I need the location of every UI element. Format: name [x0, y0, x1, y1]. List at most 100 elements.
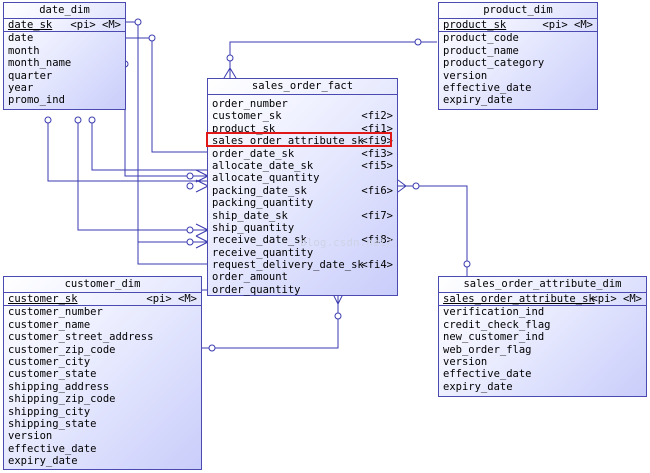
column-tag: <fi1> — [361, 122, 393, 135]
column-tag: <fi7> — [361, 209, 393, 222]
rel-date-recv — [137, 230, 208, 243]
table-title: sales_order_attribute_dim — [439, 277, 646, 293]
column-tag: <fi9> — [361, 135, 393, 148]
column-row-highlighted: sales_order_attribute_sk<fi9> — [208, 135, 397, 147]
pk-row: customer_sk <pi> <M> — [4, 293, 201, 307]
pk-tags: <pi> <M> — [146, 293, 197, 305]
column-row: customer_name — [8, 318, 91, 331]
column-row: expiry_date — [443, 380, 513, 393]
table-product-dim[interactable]: product_dim product_sk <pi> <M> product_… — [438, 2, 598, 110]
column-row: receive_quantity — [208, 247, 397, 259]
column-row: expiry_date — [8, 455, 78, 468]
column-name: customer_sk — [212, 110, 282, 123]
column-name: order_date_sk — [212, 147, 295, 160]
rel-date-order — [125, 37, 208, 153]
column-name: receive_quantity — [212, 246, 314, 259]
pk-tags: <pi> <M> — [542, 19, 593, 31]
pk-column: product_sk — [443, 19, 507, 31]
table-customer-dim[interactable]: customer_dim customer_sk <pi> <M> custom… — [3, 276, 202, 470]
column-row: version — [8, 430, 53, 443]
rel-product-fact — [229, 41, 437, 78]
column-row: order_date_sk <fi3> — [208, 148, 397, 160]
table-sales-order-attribute-dim[interactable]: sales_order_attribute_dim sales_order_at… — [438, 276, 647, 397]
column-name: ship_date_sk — [212, 209, 288, 222]
column-name: order_quantity — [212, 283, 301, 296]
pk-row: date_sk <pi> <M> — [4, 19, 125, 33]
table-title: sales_order_fact — [208, 79, 397, 95]
column-row: product_category — [443, 57, 545, 70]
column-row: version — [443, 69, 488, 82]
column-row: quarter — [8, 69, 53, 82]
column-row: product_sk <fi1> — [208, 123, 397, 135]
column-row: date — [8, 32, 34, 45]
column-row: customer_state — [8, 368, 97, 381]
column-row: expiry_date — [443, 94, 513, 107]
column-row: order_number — [208, 98, 397, 110]
rel-date-alloc — [124, 64, 208, 177]
column-row: verification_ind — [443, 306, 545, 319]
table-title: customer_dim — [4, 277, 201, 293]
column-row: customer_city — [8, 355, 91, 368]
column-name: sales_order_attribute_sk — [212, 135, 364, 148]
watermark: blog.csdn.net/ — [300, 236, 393, 249]
column-tag: <fi2> — [361, 110, 393, 123]
pk-column: date_sk — [8, 19, 53, 31]
column-row: version — [443, 355, 488, 368]
column-row: promo_ind — [8, 94, 65, 107]
table-title: date_dim — [4, 3, 125, 19]
column-row: effective_date — [8, 442, 97, 455]
column-row: packing_quantity — [208, 197, 397, 209]
column-name: ship_quantity — [212, 221, 295, 234]
column-row: shipping_address — [8, 380, 110, 393]
column-name: order_amount — [212, 271, 288, 284]
column-row: customer_zip_code — [8, 343, 116, 356]
rel-date-pack — [91, 120, 208, 171]
column-name: product_sk — [212, 122, 276, 135]
column-row: shipping_zip_code — [8, 393, 116, 406]
rel-date-ship2 — [77, 120, 208, 231]
column-row: ship_date_sk <fi7> — [208, 210, 397, 222]
column-tag: <fi5> — [361, 159, 393, 172]
column-name: receive_date_sk — [212, 234, 307, 247]
highlight-box — [206, 132, 392, 147]
column-row: shipping_city — [8, 405, 91, 418]
pk-tags: <pi> <M> — [591, 293, 642, 305]
pk-column: customer_sk — [8, 293, 78, 305]
column-row: receive_date_sk <fi8> — [208, 234, 397, 246]
table-title: product_dim — [439, 3, 597, 19]
rel-attr-fact — [398, 185, 468, 280]
column-name: allocate_quantity — [212, 172, 320, 185]
table-date-dim[interactable]: date_dim date_sk <pi> <M> date month mon… — [3, 2, 126, 110]
pk-row: product_sk <pi> <M> — [439, 19, 597, 33]
column-tag: <fi8> — [361, 234, 393, 247]
column-row: effective_date — [443, 368, 532, 381]
column-row: packing_date_sk <fi6> — [208, 185, 397, 197]
column-row: year — [8, 81, 34, 94]
column-row: effective_date — [443, 81, 532, 94]
rel-date-req — [125, 21, 208, 265]
column-name: packing_quantity — [212, 197, 314, 210]
table-sales-order-fact[interactable]: sales_order_fact order_number customer_s… — [207, 78, 398, 296]
column-row: product_code — [443, 32, 519, 45]
column-tag: <fi6> — [361, 184, 393, 197]
column-row: web_order_flag — [443, 343, 532, 356]
pk-row: sales_order_attribute_sk <pi> <M> — [439, 293, 646, 307]
rel-date-ship — [47, 120, 208, 182]
column-row: ship_quantity — [208, 222, 397, 234]
rel-customer-fact — [202, 292, 339, 349]
column-name: order_number — [212, 98, 288, 110]
column-row: customer_number — [8, 306, 103, 319]
pk-column: sales_order_attribute_sk — [443, 293, 595, 305]
column-row: product_name — [443, 44, 519, 57]
column-row: shipping_state — [8, 417, 97, 430]
column-row: month_name — [8, 57, 72, 70]
column-name: packing_date_sk — [212, 184, 307, 197]
column-tag: <fi3> — [361, 147, 393, 160]
column-row: new_customer_ind — [443, 331, 545, 344]
column-row: request_delivery_date_sk<fi4> — [208, 259, 397, 271]
pk-tags: <pi> <M> — [70, 19, 121, 31]
column-row: allocate_date_sk<fi5> — [208, 160, 397, 172]
column-row: credit_check_flag — [443, 318, 551, 331]
column-row: order_quantity — [208, 284, 397, 296]
column-row: month — [8, 44, 40, 57]
